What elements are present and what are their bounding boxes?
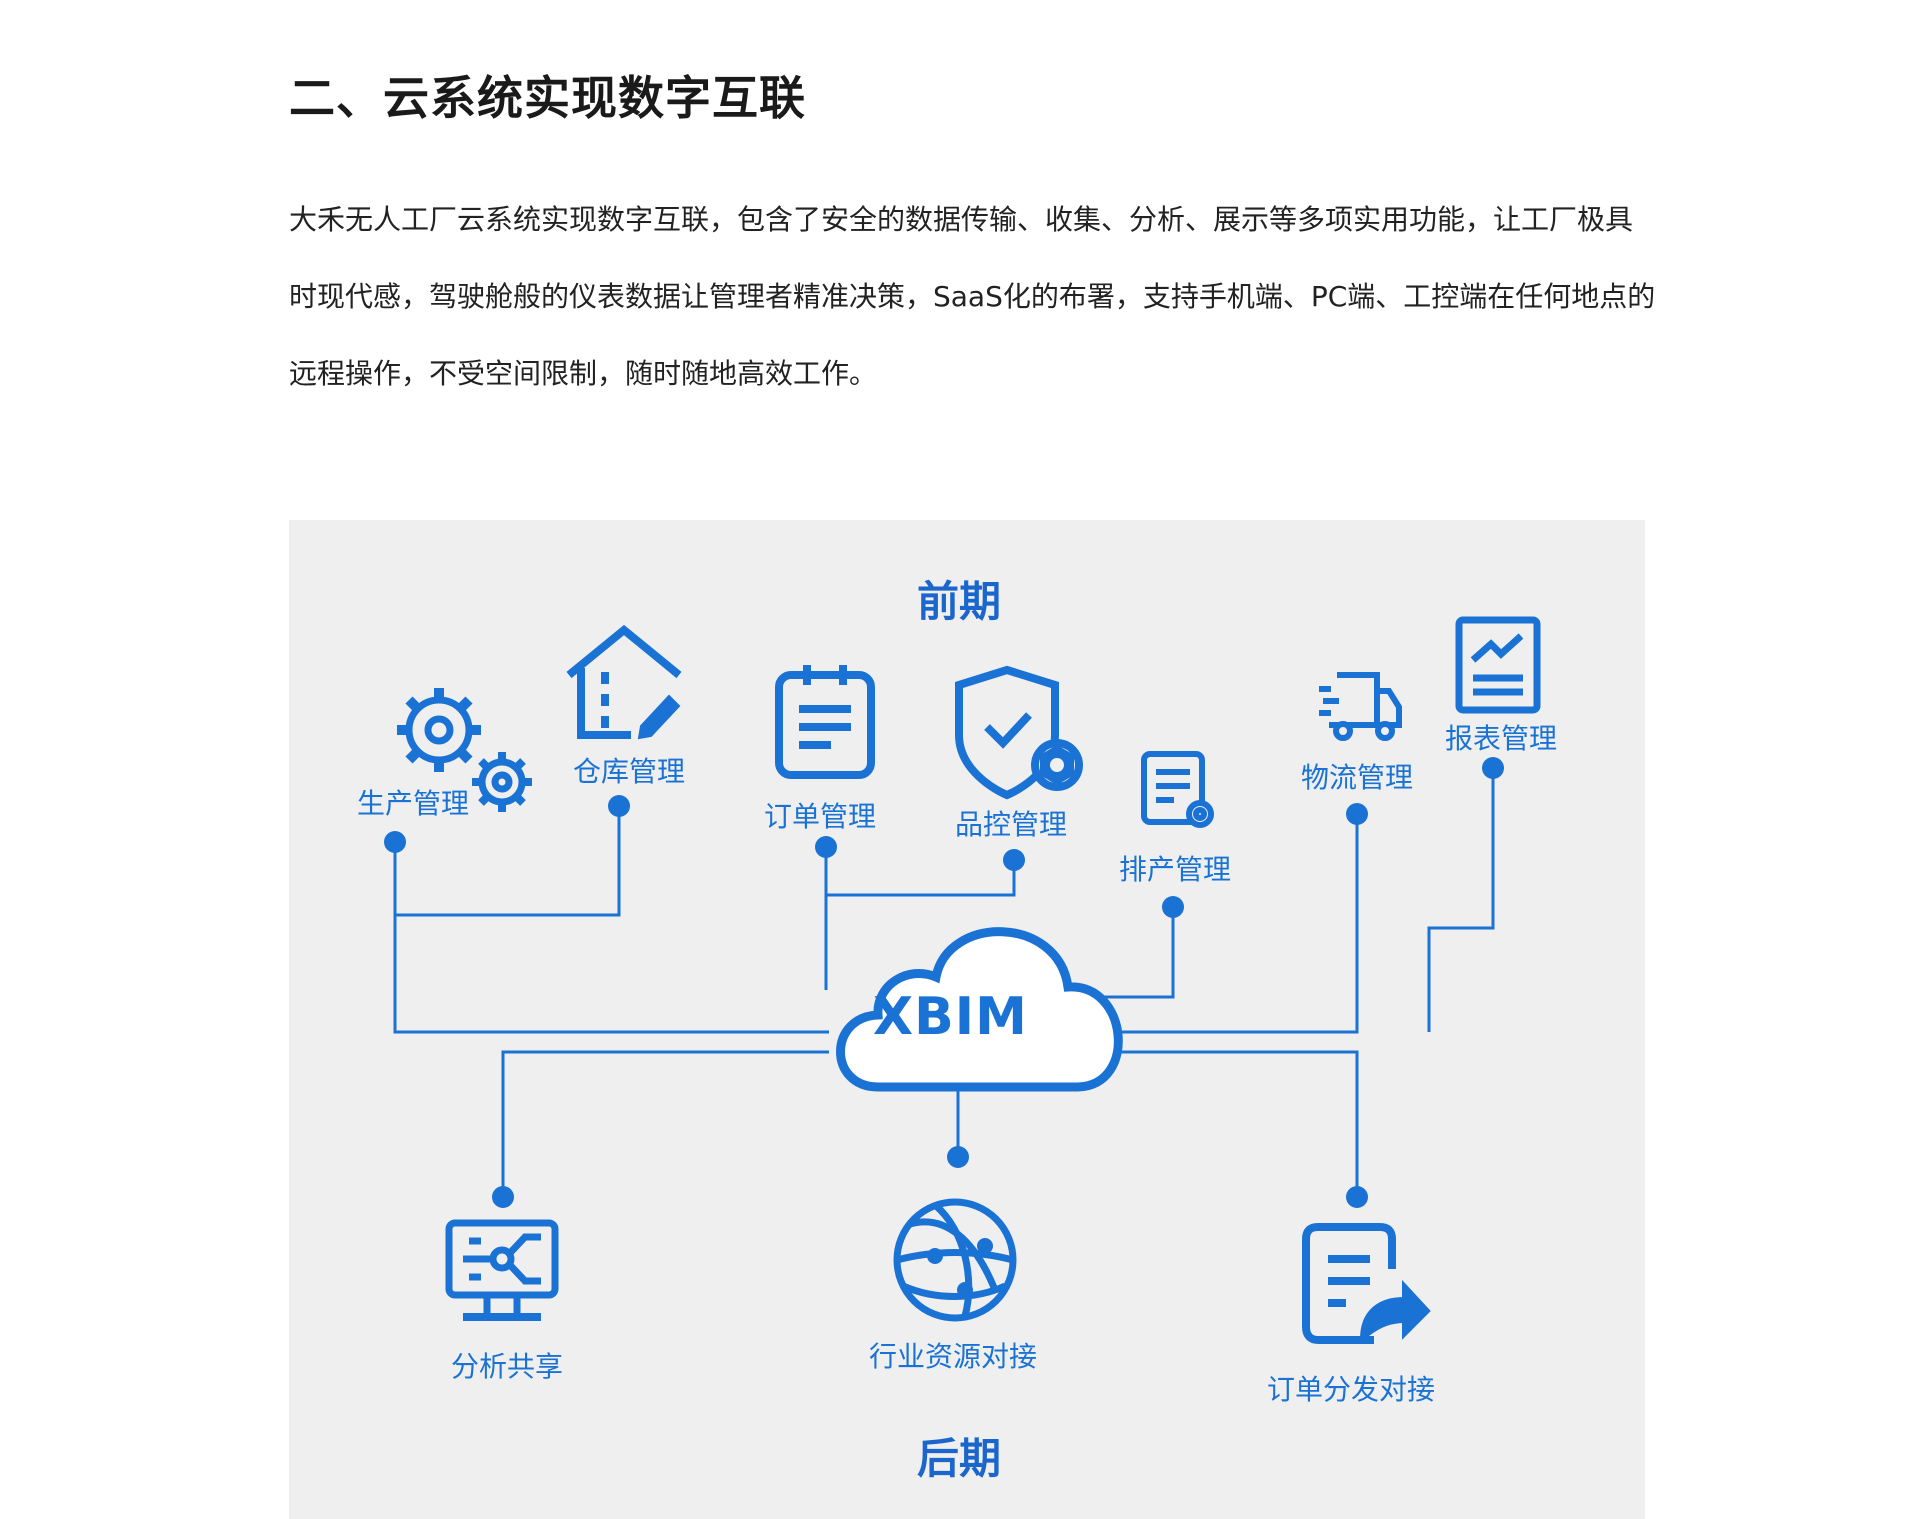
cloud-center-label: XBIM (873, 987, 1028, 1047)
connector-dots (384, 757, 1504, 1208)
module-label-industry-resources: 行业资源对接 (868, 1340, 1038, 1373)
gears-icon (397, 688, 532, 812)
intro-paragraph: 大禾无人工厂云系统实现数字互联，包含了安全的数据传输、收集、分析、展示等多项实用… (289, 203, 1656, 390)
schedule-icon (1141, 751, 1214, 828)
notepad-icon (775, 665, 875, 779)
connector-lines (393, 768, 1495, 1197)
module-label-report: 报表管理 (1444, 722, 1558, 755)
module-label-quality: 品控管理 (954, 808, 1068, 841)
diagram-graphics (384, 616, 1541, 1344)
module-label-logistics: 物流管理 (1300, 761, 1414, 794)
module-label-schedule: 排产管理 (1118, 853, 1232, 886)
monitor-share-icon (445, 1219, 559, 1321)
document-forward-icon (1302, 1223, 1431, 1344)
shield-check-icon (955, 665, 1083, 800)
report-chart-icon (1455, 616, 1541, 714)
truck-icon (1319, 672, 1402, 741)
module-label-analysis-share: 分析共享 (450, 1350, 564, 1383)
phase-bottom-label: 后期 (916, 1434, 1002, 1483)
warehouse-icon (566, 624, 682, 740)
cloud-icon (836, 927, 1123, 1092)
module-label-order: 订单管理 (763, 800, 877, 833)
module-label-warehouse: 仓库管理 (572, 755, 686, 788)
module-label-order-distribution: 订单分发对接 (1266, 1373, 1436, 1406)
globe-network-icon (893, 1198, 1017, 1322)
phase-top-label: 前期 (916, 577, 1002, 626)
cloud-system-diagram: XBIM 前期 后期 生产管理 仓库管理 订单管理 品控管理 排产管理 物流管理… (289, 520, 1645, 1519)
section-heading: 二、云系统实现数字互联 (289, 71, 806, 125)
module-label-production: 生产管理 (356, 787, 470, 820)
